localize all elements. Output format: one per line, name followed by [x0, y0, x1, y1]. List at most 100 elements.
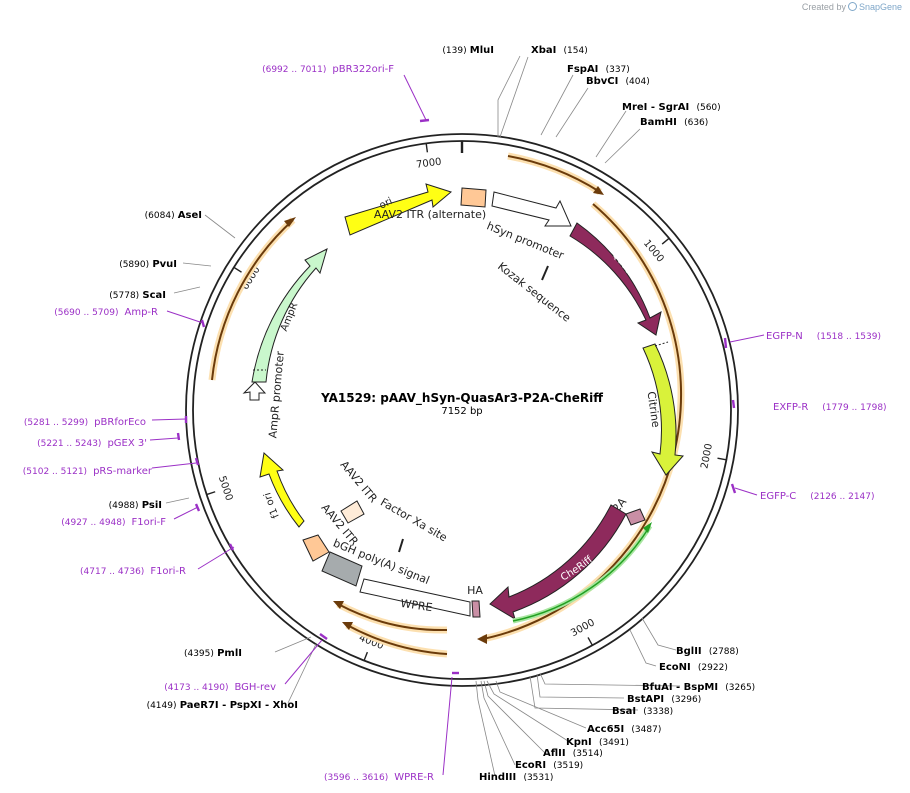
- orf-arcs: [208, 152, 685, 658]
- site-pvui[interactable]: (5890) PvuI: [119, 259, 177, 270]
- primer-wpre-r-name: WPRE-R: [394, 772, 434, 783]
- primer-wpre-r[interactable]: (3596 .. 3616)WPRE-R: [324, 772, 434, 783]
- site-pmli-name: PmlI: [217, 648, 242, 659]
- site-scai-pos: (5778): [109, 291, 139, 301]
- svg-text:(6992 .. 7011)pBR322ori-F: (6992 .. 7011)pBR322ori-F: [262, 64, 394, 75]
- site-bsai-pos: (3338): [643, 707, 673, 717]
- primer-egfp-c[interactable]: EGFP-C(2126 .. 2147): [760, 491, 875, 502]
- feature-wpre[interactable]: WPRE: [359, 578, 471, 617]
- svg-text:(4395) PmlI: (4395) PmlI: [184, 648, 242, 659]
- site-bstapi-name: BstAPI: [627, 694, 664, 705]
- svg-text:EcoRI (3519): EcoRI (3519): [515, 760, 583, 771]
- site-xbai-pos: (154): [564, 46, 588, 56]
- svg-text:(4988) PsiI: (4988) PsiI: [109, 500, 162, 511]
- primer-f1ori-r-name: F1ori-R: [150, 566, 186, 577]
- primer-bgh-rev-range: (4173 .. 4190): [164, 683, 228, 693]
- site-mrei-sgrai[interactable]: MreI - SgrAI (560): [622, 102, 721, 113]
- site-bglii-name: BglII: [676, 646, 702, 657]
- feature-ori[interactable]: ori: [344, 183, 453, 236]
- site-acc65i-pos: (3487): [631, 725, 661, 735]
- feature-factor-xa-site[interactable]: Factor Xa site: [378, 496, 450, 553]
- primer-egfp-n-range: (1518 .. 1539): [817, 332, 881, 342]
- primer-exfp-r[interactable]: EXFP-R(1779 .. 1798): [773, 402, 887, 413]
- site-bfuai-bspmi-name: BfuAI - BspMI: [642, 682, 718, 693]
- primer-f1ori-f-name: F1ori-F: [132, 517, 167, 528]
- bp-tick-3000: [587, 637, 593, 646]
- site-aflii-name: AflII: [543, 748, 566, 759]
- primer-f1ori-f[interactable]: (4927 .. 4948)F1ori-F: [61, 517, 166, 528]
- primer-labels: (6992 .. 7011)pBR322ori-F EGFP-N(1518 ..…: [23, 64, 887, 783]
- site-psii[interactable]: (4988) PsiI: [109, 500, 162, 511]
- feature-kozak-sequence[interactable]: Kozak sequence: [495, 260, 573, 325]
- feature-ha[interactable]: HA: [467, 584, 483, 618]
- feature-label-kozak-sequence: Kozak sequence: [495, 260, 573, 325]
- svg-text:(3596 .. 3616)WPRE-R: (3596 .. 3616)WPRE-R: [324, 772, 434, 783]
- site-econi[interactable]: EcoNI (2922): [659, 662, 728, 673]
- bp-tick-label-5000: 5000: [216, 475, 234, 503]
- primer-pgex-3[interactable]: (5221 .. 5243)pGEX 3': [37, 438, 147, 449]
- feature-citrine[interactable]: Citrine: [642, 341, 685, 476]
- feature-bgh-polya[interactable]: bGH poly(A) signal: [321, 536, 431, 587]
- site-bglii-pos: (2788): [709, 647, 739, 657]
- site-xbai[interactable]: XbaI (154): [531, 45, 588, 56]
- primer-amp-r-name: Amp-R: [125, 307, 159, 318]
- site-bbvci[interactable]: BbvCI (404): [586, 76, 650, 87]
- svg-text:MreI - SgrAI (560): MreI - SgrAI (560): [622, 102, 721, 113]
- credit-brand: SnapGene: [858, 2, 902, 12]
- svg-text:(5221 .. 5243)pGEX 3': (5221 .. 5243)pGEX 3': [37, 438, 147, 449]
- site-paer7i-pspxi-xhoi[interactable]: (4149) PaeR7I - PspXI - XhoI: [147, 700, 298, 711]
- primer-pbrforeco-range: (5281 .. 5299): [24, 418, 88, 428]
- primer-f1ori-r-range: (4717 .. 4736): [80, 567, 144, 577]
- svg-text:EGFP-C(2126 .. 2147): EGFP-C(2126 .. 2147): [760, 491, 875, 502]
- svg-text:(139) MluI: (139) MluI: [442, 45, 494, 56]
- primer-pbrforeco[interactable]: (5281 .. 5299)pBRforEco: [24, 417, 146, 428]
- site-kpni-name: KpnI: [566, 737, 592, 748]
- site-bamhi-name: BamHI: [640, 117, 677, 128]
- site-hindiii[interactable]: HindIII (3531): [479, 772, 553, 783]
- site-pmli-pos: (4395): [184, 649, 214, 659]
- site-asei[interactable]: (6084) AseI: [145, 210, 202, 221]
- primer-bgh-rev[interactable]: (4173 .. 4190)BGH-rev: [164, 682, 276, 693]
- primer-pgex-3-name: pGEX 3': [107, 438, 147, 449]
- feature-aav2-itr-2[interactable]: AAV2 ITR: [338, 458, 381, 524]
- feature-cheriff[interactable]: CheRiff: [489, 504, 627, 621]
- site-econi-pos: (2922): [698, 663, 728, 673]
- site-aflii[interactable]: AflII (3514): [543, 748, 603, 759]
- feature-hsyn-promoter[interactable]: hSyn promoter: [485, 191, 572, 262]
- site-bsai[interactable]: BsaI (3338): [612, 706, 673, 717]
- primer-prs-marker-name: pRS-marker: [93, 466, 153, 477]
- site-bfuai-bspmi[interactable]: BfuAI - BspMI (3265): [642, 682, 755, 693]
- primer-egfp-n[interactable]: EGFP-N(1518 .. 1539): [766, 331, 881, 342]
- site-bamhi-pos: (636): [684, 118, 708, 128]
- site-pvui-name: PvuI: [152, 259, 177, 270]
- site-bstapi[interactable]: BstAPI (3296): [627, 694, 701, 705]
- primer-amp-r[interactable]: (5690 .. 5709) Amp-R: [54, 307, 158, 318]
- site-ecori[interactable]: EcoRI (3519): [515, 760, 583, 771]
- site-aflii-pos: (3514): [573, 749, 603, 759]
- feature-aav2-itr-alternate[interactable]: AAV2 ITR (alternate): [374, 187, 487, 221]
- svg-text:(5778) ScaI: (5778) ScaI: [109, 290, 166, 301]
- primer-f1ori-r[interactable]: (4717 .. 4736) F1ori-R: [80, 566, 186, 577]
- site-bglii[interactable]: BglII (2788): [676, 646, 739, 657]
- site-mlui[interactable]: (139) MluI: [442, 45, 494, 56]
- feature-f1-ori[interactable]: f1 ori: [259, 452, 305, 528]
- site-acc65i[interactable]: Acc65I (3487): [587, 724, 661, 735]
- site-psii-pos: (4988): [109, 501, 139, 511]
- svg-text:HindIII (3531): HindIII (3531): [479, 772, 553, 783]
- primer-amp-r-range: (5690 .. 5709): [54, 308, 118, 318]
- primer-prs-marker[interactable]: (5102 .. 5121)pRS-marker: [23, 466, 153, 477]
- site-mlui-name: MluI: [470, 45, 494, 56]
- feature-ampr[interactable]: AmpR: [251, 248, 328, 383]
- feature-label-aav2-itr-2: AAV2 ITR: [338, 458, 381, 505]
- site-pmli[interactable]: (4395) PmlI: [184, 648, 242, 659]
- site-mlui-pos: (139): [442, 46, 466, 56]
- svg-text:KpnI (3491): KpnI (3491): [566, 737, 629, 748]
- site-asei-pos: (6084): [145, 211, 175, 221]
- svg-text:(6084) AseI: (6084) AseI: [145, 210, 202, 221]
- site-fspai[interactable]: FspAI (337): [567, 64, 630, 75]
- site-scai[interactable]: (5778) ScaI: [109, 290, 166, 301]
- site-bamhi[interactable]: BamHI (636): [640, 117, 708, 128]
- site-kpni[interactable]: KpnI (3491): [566, 737, 629, 748]
- primer-pbr322ori-f[interactable]: (6992 .. 7011)pBR322ori-F: [262, 64, 394, 75]
